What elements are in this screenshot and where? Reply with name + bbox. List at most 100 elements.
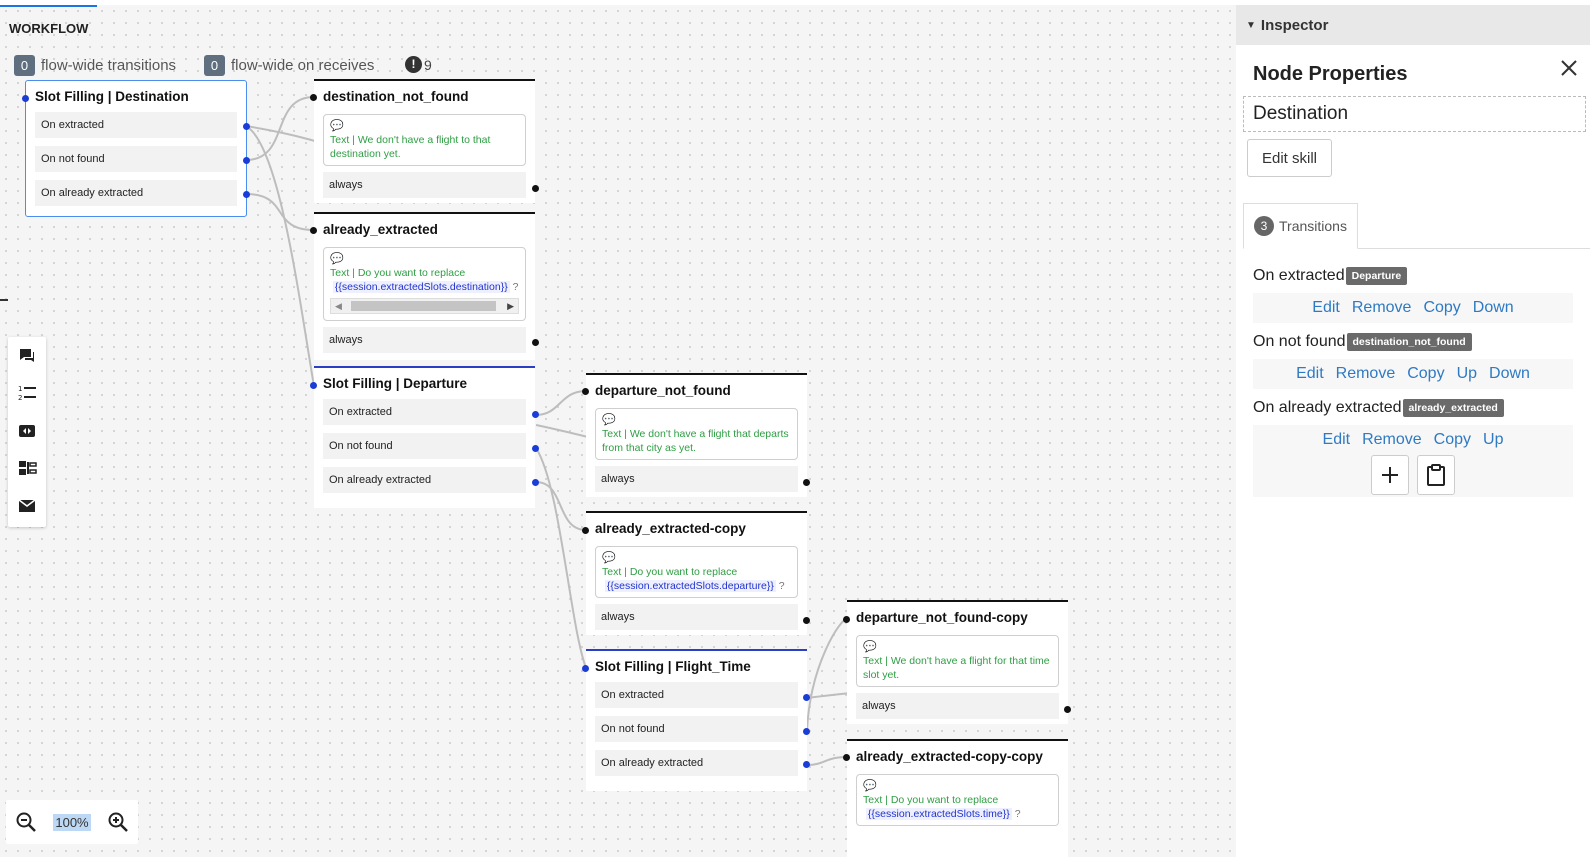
input-port[interactable]	[310, 94, 317, 101]
input-port[interactable]	[310, 382, 317, 389]
edit-link[interactable]: Edit	[1312, 299, 1340, 316]
up-link[interactable]: Up	[1456, 365, 1478, 382]
zoom-out-icon[interactable]	[12, 808, 40, 836]
chat-bubble-icon: 💬	[863, 780, 877, 792]
input-port[interactable]	[22, 95, 29, 102]
mail-icon[interactable]	[8, 487, 46, 525]
output-port[interactable]	[803, 694, 810, 701]
up-link[interactable]: Up	[1483, 431, 1504, 448]
output-port[interactable]	[803, 728, 810, 735]
transition-on-not-found[interactable]: On not found	[35, 146, 237, 172]
output-port[interactable]	[532, 185, 539, 192]
transition-always[interactable]: always	[323, 172, 526, 198]
output-port[interactable]	[803, 761, 810, 768]
text-card[interactable]: 💬 Text | Do you want to replace {{sessio…	[856, 774, 1059, 826]
transition-always[interactable]: always	[595, 604, 798, 630]
text-card[interactable]: 💬 Text | We don't have a flight to that …	[323, 114, 526, 166]
node-already-extracted-copy-copy[interactable]: already_extracted-copy-copy 💬 Text | Do …	[847, 739, 1068, 857]
transition-on-extracted[interactable]: On extracted	[323, 399, 526, 425]
input-port[interactable]	[582, 527, 589, 534]
message-icon[interactable]	[8, 337, 46, 375]
transition-on-already-extracted[interactable]: On already extracted	[35, 180, 237, 206]
warnings-indicator[interactable]: ! 9	[405, 56, 432, 73]
text-card[interactable]: 💬 Text | Do you want to replace {{sessio…	[323, 247, 526, 321]
paste-transition-button[interactable]	[1417, 455, 1455, 495]
transition-target-badge: already_extracted	[1402, 399, 1504, 417]
horizontal-scrollbar[interactable]: ◀ ▶	[330, 298, 519, 314]
output-port[interactable]	[1064, 706, 1071, 713]
output-port[interactable]	[803, 479, 810, 486]
node-already-extracted[interactable]: already_extracted 💬 Text | Do you want t…	[314, 212, 535, 360]
output-port[interactable]	[243, 191, 250, 198]
remove-link[interactable]: Remove	[1351, 299, 1412, 316]
node-already-extracted-copy[interactable]: already_extracted-copy 💬 Text | Do you w…	[586, 511, 807, 635]
zoom-level[interactable]: 100%	[53, 813, 91, 831]
input-port[interactable]	[582, 388, 589, 395]
plus-icon	[1382, 467, 1398, 483]
add-transition-button[interactable]	[1371, 455, 1409, 495]
edit-link[interactable]: Edit	[1322, 431, 1351, 448]
scroll-left-icon[interactable]: ◀	[335, 301, 342, 311]
switch-icon[interactable]	[8, 412, 46, 450]
flow-wide-transitions-counter[interactable]: 0 flow-wide transitions	[14, 55, 176, 76]
input-port[interactable]	[843, 616, 850, 623]
transition-always[interactable]: always	[595, 466, 798, 492]
remove-link[interactable]: Remove	[1335, 365, 1396, 382]
node-departure-not-found[interactable]: departure_not_found 💬 Text | We don't ha…	[586, 373, 807, 497]
node-name-field[interactable]: Destination	[1243, 96, 1586, 132]
output-port[interactable]	[243, 157, 250, 164]
down-link[interactable]: Down	[1489, 365, 1530, 382]
layout-icon[interactable]	[8, 450, 46, 488]
remove-link[interactable]: Remove	[1362, 431, 1422, 448]
inspector-header[interactable]: ▼ Inspector	[1236, 5, 1590, 45]
workflow-tab[interactable]: WORKFLOW	[0, 5, 98, 44]
input-port[interactable]	[843, 754, 850, 761]
transition-on-not-found: On not found destination_not_found Edit …	[1253, 333, 1573, 389]
collapse-triangle-icon[interactable]: ▼	[1246, 19, 1256, 31]
copy-link[interactable]: Copy	[1423, 299, 1461, 316]
transition-on-already-extracted[interactable]: On already extracted	[323, 467, 526, 493]
transition-on-extracted[interactable]: On extracted	[595, 682, 798, 708]
transition-on-not-found[interactable]: On not found	[323, 433, 526, 459]
tab-transitions[interactable]: 3 Transitions	[1243, 203, 1358, 249]
transition-always[interactable]: always	[323, 327, 526, 353]
text-card[interactable]: 💬 Text | We don't have a flight for that…	[856, 635, 1059, 687]
text-card[interactable]: 💬 Text | We don't have a flight that dep…	[595, 408, 798, 460]
transition-add-bar	[1253, 453, 1573, 497]
edit-link[interactable]: Edit	[1296, 365, 1324, 382]
text-message: Text | Do you want to replace	[863, 794, 999, 806]
scroll-thumb[interactable]	[351, 301, 496, 311]
input-port[interactable]	[310, 227, 317, 234]
output-port[interactable]	[532, 339, 539, 346]
scroll-right-icon[interactable]: ▶	[507, 301, 514, 311]
tab-transitions-label: Transitions	[1279, 218, 1347, 234]
edit-skill-button[interactable]: Edit skill	[1247, 139, 1333, 177]
transition-on-already-extracted: On already extracted already_extracted E…	[1253, 399, 1573, 455]
copy-link[interactable]: Copy	[1407, 365, 1445, 382]
input-port[interactable]	[582, 665, 589, 672]
node-slot-filling-flight-time[interactable]: Slot Filling | Flight_Time On extracted …	[586, 649, 807, 791]
transition-on-not-found[interactable]: On not found	[595, 716, 798, 742]
node-slot-filling-destination[interactable]: Slot Filling | Destination On extracted …	[25, 80, 247, 217]
down-link[interactable]: Down	[1472, 299, 1514, 316]
question-mark: ?	[778, 580, 785, 592]
output-port[interactable]	[532, 479, 539, 486]
node-departure-not-found-copy[interactable]: departure_not_found-copy 💬 Text | We don…	[847, 600, 1068, 724]
node-destination-not-found[interactable]: destination_not_found 💬 Text | We don't …	[314, 79, 535, 203]
output-port[interactable]	[803, 617, 810, 624]
node-slot-filling-departure[interactable]: Slot Filling | Departure On extracted On…	[314, 366, 535, 508]
flow-wide-receives-counter[interactable]: 0 flow-wide on receives	[204, 55, 374, 76]
copy-link[interactable]: Copy	[1433, 431, 1472, 448]
text-card[interactable]: 💬 Text | Do you want to replace {{sessio…	[595, 546, 798, 598]
output-port[interactable]	[532, 445, 539, 452]
output-port[interactable]	[243, 123, 250, 130]
close-icon[interactable]	[1558, 57, 1580, 79]
transition-on-already-extracted[interactable]: On already extracted	[595, 750, 798, 776]
zoom-in-icon[interactable]	[104, 808, 132, 836]
output-port[interactable]	[532, 411, 539, 418]
workflow-canvas[interactable]: WORKFLOW 0 flow-wide transitions 0 flow-…	[0, 5, 1236, 857]
transition-on-extracted[interactable]: On extracted	[35, 112, 237, 138]
inspector-panel: ▼ Inspector Node Properties Destination …	[1236, 5, 1590, 857]
transition-always[interactable]: always	[856, 693, 1059, 719]
